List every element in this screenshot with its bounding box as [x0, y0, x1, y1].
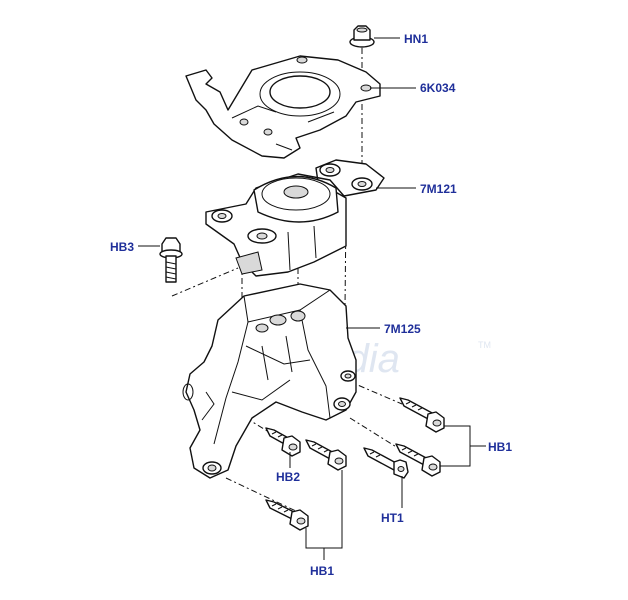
bolt-hb3 — [159, 237, 183, 283]
leader-lines — [138, 37, 486, 560]
callout-hb1-bottom: HB1 — [310, 564, 334, 578]
callout-hn1: HN1 — [404, 32, 428, 46]
callout-ht1: HT1 — [381, 511, 404, 525]
callout-hb2: HB2 — [276, 470, 300, 484]
leader-hb1-right — [440, 425, 486, 467]
bolt-hb1-upper — [399, 397, 445, 433]
callout-7m121: 7M121 — [420, 182, 457, 196]
engine-mount-7m121 — [205, 159, 385, 277]
axis-hb1-bottom — [225, 477, 299, 513]
flange-nut-hn1 — [349, 25, 375, 48]
callout-hb1-right: HB1 — [488, 440, 512, 454]
callout-hb3: HB3 — [110, 240, 134, 254]
callout-7m125: 7M125 — [384, 322, 421, 336]
callout-labels: HN1 6K034 7M121 HB3 7M125 HB1 HB2 HT1 HB… — [110, 32, 512, 578]
callout-6k034: 6K034 — [420, 81, 456, 95]
axis-hb1-lower — [349, 417, 399, 449]
watermark-tm: TM — [478, 340, 491, 350]
support-bracket-7m125 — [182, 283, 357, 479]
bolt-hb1-lower — [395, 443, 441, 477]
bolt-hb2 — [265, 427, 301, 457]
bolt-hb1-middle — [305, 439, 347, 471]
bracket-plate-6k034 — [185, 55, 381, 159]
axis-hb3 — [171, 267, 239, 297]
stud-ht1 — [363, 447, 409, 479]
bolt-hb1-bottom-left — [265, 499, 309, 531]
leader-hb1-bottom — [305, 470, 343, 560]
